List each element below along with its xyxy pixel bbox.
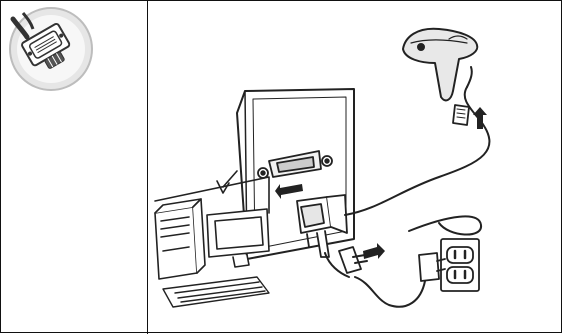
rj-cable-plug-icon bbox=[453, 105, 469, 125]
rs232-connector-icon bbox=[1, 1, 147, 334]
rs232-connection-diagram bbox=[149, 1, 563, 334]
monitor-icon bbox=[207, 209, 269, 267]
connector-type-cell bbox=[1, 1, 147, 334]
illustration-cell bbox=[149, 1, 563, 334]
column-divider bbox=[147, 1, 148, 334]
keyboard-icon bbox=[163, 277, 269, 307]
arrow-icon bbox=[363, 243, 385, 259]
wall-outlet-icon bbox=[441, 239, 479, 291]
power-adapter-icon bbox=[355, 253, 445, 307]
power-plug-icon bbox=[339, 247, 367, 273]
computer-icon bbox=[155, 199, 205, 279]
